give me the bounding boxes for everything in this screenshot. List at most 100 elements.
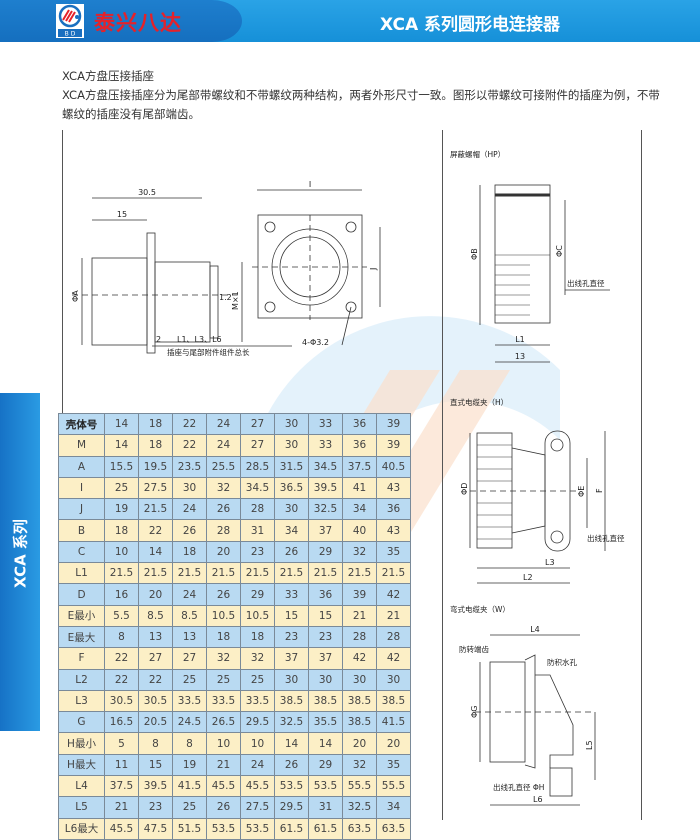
table-cell: 21.5 [138,562,173,585]
table-cell: 45.5 [240,775,275,798]
table-cell: 22 [104,668,139,691]
dimension-label: ΦB [470,248,479,260]
table-cell: 21.5 [240,562,275,585]
column-divider [442,130,443,820]
row-label: 壳体号 [58,412,105,436]
table-cell: 18 [104,519,139,542]
table-cell: 37 [308,647,343,670]
brand-name: 泰兴八达 [94,11,182,35]
table-cell: 26.5 [206,711,241,734]
table-cell: 10.5 [240,604,275,627]
dimension-label: 1.2 [219,293,232,302]
table-cell: 53.5 [206,817,241,840]
table-cell: 22 [172,434,207,457]
socket-drawing: 30.5 15 ΦA M×1 1.2 2 L1、L3、L6 插座与尾部附件组件总… [71,180,381,357]
dimension-label: 插座与尾部附件组件总长 [167,347,250,357]
row-label: A [58,455,105,478]
table-cell: 35 [376,753,411,777]
table-cell: 25 [104,476,139,500]
table-cell: 8 [104,625,139,649]
table-cell: 10 [104,540,139,564]
table-cell: 25 [206,668,241,691]
shell-size-cell: 14 [104,412,139,436]
row-label: E最大 [58,625,105,649]
table-cell: 32.5 [308,498,343,521]
table-cell: 32 [206,647,241,670]
dimension-label: 防转端齿 [459,644,489,654]
dimension-label: L3 [545,558,555,567]
company-logo: B D [56,4,84,38]
table-cell: 14 [274,732,309,755]
table-cell: 35 [376,540,411,564]
table-cell: 8.5 [172,604,207,627]
table-cell: 29 [308,753,343,777]
table-cell: 26 [274,753,309,777]
table-cell: 34 [376,796,411,819]
table-cell: 13 [138,625,173,649]
table-cell: 28 [376,625,411,649]
table-cell: 28.5 [240,455,275,478]
table-cell: 41 [342,476,377,500]
table-cell: 23 [240,540,275,564]
table-cell: 20 [342,732,377,755]
table-cell: 53.5 [274,775,309,798]
table-cell: 24 [206,434,241,457]
table-cell: 32.5 [274,711,309,734]
row-label: H最大 [58,753,105,777]
table-cell: 32 [342,753,377,777]
shell-size-cell: 27 [240,412,275,436]
table-cell: 18 [206,625,241,649]
row-label: L4 [58,775,105,798]
row-label: J [58,498,105,521]
table-cell: 30 [172,476,207,500]
table-cell: 11 [104,753,139,777]
dimension-label: 4-Φ3.2 [302,338,329,347]
table-cell: 21.5 [172,562,207,585]
table-cell: 18 [172,540,207,564]
table-cell: 40 [342,519,377,542]
dimension-label: M×1 [231,291,240,310]
table-cell: 42 [376,647,411,670]
table-cell: 26 [206,498,241,521]
table-cell: 27 [172,647,207,670]
row-label: E最小 [58,604,105,627]
dimension-label: ΦG [470,706,479,719]
table-cell: 21.5 [376,562,411,585]
table-cell: 39 [342,583,377,606]
dimension-label: 直式电缆夹（H） [450,397,508,407]
table-cell: 26 [206,796,241,819]
table-cell: 32.5 [342,796,377,819]
table-cell: 26 [172,519,207,542]
table-cell: 18 [240,625,275,649]
row-label: D [58,583,105,606]
table-cell: 25 [172,796,207,819]
table-cell: 39 [376,434,411,457]
table-cell: 24.5 [172,711,207,734]
sidebar-label: XCA 系列 [11,519,30,588]
table-cell: 21 [376,604,411,627]
table-cell: 29 [240,583,275,606]
table-cell: 21.5 [206,562,241,585]
table-cell: 28 [206,519,241,542]
table-cell: 45.5 [104,817,139,840]
table-cell: 55.5 [342,775,377,798]
dimension-label: ΦE [577,486,586,497]
shell-size-cell: 18 [138,412,173,436]
table-cell: 20 [376,732,411,755]
table-cell: 38.5 [308,689,343,713]
dimension-label: F [595,488,604,493]
table-cell: 5 [104,732,139,755]
dimension-label: 出线孔直径 ΦH [493,782,544,792]
table-cell: 14 [308,732,343,755]
table-cell: 53.5 [308,775,343,798]
table-cell: 47.5 [138,817,173,840]
